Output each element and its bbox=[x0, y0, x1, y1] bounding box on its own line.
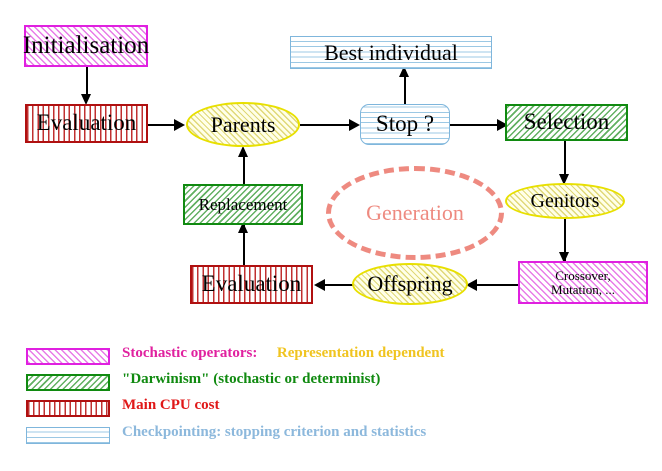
legend-text-representation: Representation dependent bbox=[276, 345, 445, 361]
arrow-parents-to-stop-line bbox=[300, 124, 352, 126]
arrow-init-to-eval-head bbox=[80, 94, 91, 105]
legend-label-darwinism: "Darwinism" (stochastic or determinist) bbox=[122, 371, 381, 387]
node-generation-cycle: Generation bbox=[326, 166, 504, 260]
arrow-replacement-to-parents-line bbox=[243, 150, 245, 184]
node-selection[interactable]: Selection bbox=[505, 104, 628, 141]
arrow-eval-to-replacement-line bbox=[243, 225, 245, 267]
node-replacement[interactable]: Replacement bbox=[183, 184, 303, 225]
arrow-selection-to-genitors-line bbox=[564, 140, 566, 180]
legend-label-cpu-cost: Main CPU cost bbox=[122, 397, 220, 413]
legend-label-stochastic-operators: Stochastic operators: Representation dep… bbox=[122, 345, 445, 362]
arrow-variation-to-offspring-head bbox=[466, 278, 477, 291]
arrow-stop-to-best-head bbox=[398, 66, 409, 77]
arrow-init-to-eval-line bbox=[86, 67, 88, 95]
node-evaluation-top[interactable]: Evaluation bbox=[25, 104, 148, 143]
legend-text-stochastic: Stochastic operators: bbox=[122, 345, 258, 361]
arrow-selection-to-genitors-head bbox=[558, 174, 569, 185]
node-parents[interactable]: Parents bbox=[186, 102, 300, 147]
arrow-offspring-to-eval-line bbox=[318, 284, 356, 286]
arrow-parents-to-stop-head bbox=[349, 118, 360, 131]
arrow-genitors-to-variation-line bbox=[564, 217, 566, 261]
arrow-eval-to-parents-head bbox=[174, 118, 185, 131]
legend-swatch-checkpointing bbox=[26, 427, 110, 444]
legend-swatch-stochastic-operators bbox=[26, 348, 110, 365]
node-best-individual[interactable]: Best individual bbox=[290, 36, 492, 69]
variation-line-1: Crossover, bbox=[555, 267, 611, 283]
legend-swatch-cpu-cost bbox=[26, 400, 110, 417]
node-offspring[interactable]: Offspring bbox=[352, 263, 468, 305]
arrow-eval-to-replacement-head bbox=[237, 222, 248, 233]
node-stop-decision[interactable]: Stop ? bbox=[360, 104, 450, 145]
arrow-stop-to-selection-head bbox=[497, 118, 508, 131]
legend-label-checkpointing: Checkpointing: stopping criterion and st… bbox=[122, 424, 427, 440]
node-variation-operators[interactable]: Crossover, Mutation, ... bbox=[518, 261, 648, 304]
arrow-variation-to-offspring-line bbox=[470, 284, 520, 286]
arrow-eval-to-parents-line bbox=[148, 124, 176, 126]
node-evaluation-bottom[interactable]: Evaluation bbox=[190, 265, 313, 304]
arrow-stop-to-selection-line bbox=[450, 124, 500, 126]
node-initialisation[interactable]: Initialisation bbox=[23, 25, 149, 67]
legend-swatch-darwinism bbox=[26, 374, 110, 391]
arrow-stop-to-best-line bbox=[404, 70, 406, 106]
node-genitors[interactable]: Genitors bbox=[505, 183, 625, 219]
generation-label: Generation bbox=[366, 200, 464, 225]
arrow-offspring-to-eval-head bbox=[314, 278, 325, 291]
variation-line-2: Mutation, ... bbox=[551, 281, 615, 297]
arrow-replacement-to-parents-head bbox=[237, 146, 248, 157]
arrow-genitors-to-variation-head bbox=[558, 252, 569, 263]
